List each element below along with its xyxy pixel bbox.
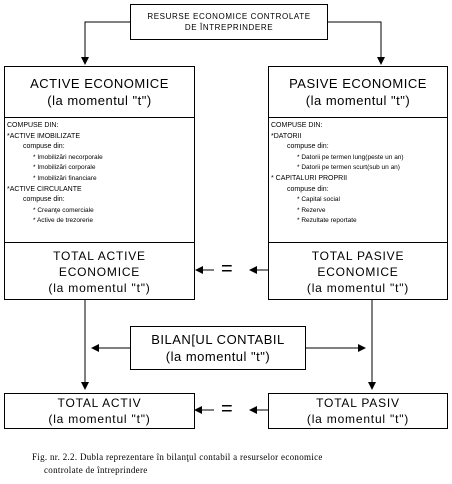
total-pasiv-line1: TOTAL PASIV (316, 396, 400, 410)
list-item: * Imobilizări financiare (33, 174, 97, 182)
caption-line1: Fig. nr. 2.2. Dubla reprezentare în bila… (32, 452, 323, 462)
equals-sign-bottom: = (221, 398, 233, 420)
equals-sign-top: = (221, 258, 233, 280)
arrow-top-to-pasive (328, 21, 385, 65)
list-item: COMPUSE DIN: (7, 122, 59, 129)
list-item: * Datorii pe termen scurt(sub un an) (297, 164, 400, 172)
total-pasive-line1: TOTAL PASIVE (311, 248, 405, 263)
top-box-line2: DE ÎNTREPRINDERE (184, 23, 274, 32)
total-pasiv-box: TOTAL PASIV (la momentul "t") (268, 393, 448, 429)
active-header-sub: (la momentul "t") (47, 93, 152, 108)
total-pasiv-line2: (la momentul "t") (306, 412, 410, 426)
list-item: * Creanţe comerciale (33, 206, 94, 214)
figure-caption: Fig. nr. 2.2. Dubla reprezentare în bila… (32, 451, 447, 477)
top-box-resurse: RESURSE ECONOMICE CONTROLATE DE ÎNTREPRI… (130, 4, 328, 40)
pasive-economice-column: PASIVE ECONOMICE (la momentul "t") COMPU… (268, 66, 448, 300)
total-activ-box: TOTAL ACTIV (la momentul "t") (4, 393, 195, 429)
bilant-line1: BILAN[UL CONTABIL (151, 332, 285, 347)
list-item: *DATORII (271, 132, 302, 140)
list-item: compuse din: (23, 196, 65, 204)
total-activ-line2: (la momentul "t") (48, 412, 151, 426)
total-active-line2: ECONOMICE (58, 264, 141, 279)
total-activ-line1: TOTAL ACTIV (57, 396, 142, 410)
list-item: * CAPITALURI PROPRII (271, 174, 348, 182)
pasive-components-list: COMPUSE DIN: *DATORII compuse din: * Datori… (269, 121, 404, 227)
bilant-line2: (la momentul "t") (165, 349, 271, 364)
list-item: * Rezerve (297, 206, 326, 214)
active-header-title: ACTIVE ECONOMICE (30, 76, 169, 91)
total-pasive-line2: ECONOMICE (317, 264, 399, 279)
top-box-line1: RESURSE ECONOMICE CONTROLATE (147, 12, 311, 21)
list-item: compuse din: (287, 185, 329, 193)
active-economice-column: ACTIVE ECONOMICE (la momentul "t") COMPU… (4, 66, 195, 300)
list-item: * Rezultate reportate (297, 217, 357, 225)
list-item: compuse din: (23, 143, 65, 151)
pasive-header-title: PASIVE ECONOMICE (289, 76, 427, 91)
list-item: * Datorii pe termen lung(peste un an) (297, 153, 404, 161)
active-components-list: COMPUSE DIN: *ACTIVE IMOBILIZATE compuse d… (5, 121, 103, 227)
list-item: * Capital social (297, 196, 340, 204)
list-item: compuse din: (287, 143, 329, 151)
total-active-line1: TOTAL ACTIVE (53, 248, 146, 263)
total-pasive-line3: (la momentul "t") (306, 280, 410, 295)
total-active-economice: TOTAL ACTIVE ECONOMICE (la momentul "t") (5, 242, 194, 300)
arrow-top-to-active (81, 21, 130, 65)
caption-line2: controlate de întreprindere (44, 465, 148, 475)
list-item: *ACTIVE CIRCULANTE (7, 185, 82, 193)
bilant-contabil-box: BILAN[UL CONTABIL (la momentul "t") (130, 326, 306, 370)
pasive-header-sub: (la momentul "t") (305, 93, 411, 108)
list-item: COMPUSE DIN: (271, 122, 323, 129)
pasive-header: PASIVE ECONOMICE (la momentul "t") (269, 67, 447, 118)
list-item: *ACTIVE IMOBILIZATE (7, 132, 80, 140)
total-active-line3: (la momentul "t") (48, 280, 151, 295)
list-item: * Imobilizări necorporale (33, 153, 103, 161)
active-header: ACTIVE ECONOMICE (la momentul "t") (5, 67, 194, 118)
list-item: * Imobilizări corporale (33, 164, 96, 172)
total-pasive-economice: TOTAL PASIVE ECONOMICE (la momentul "t") (269, 242, 447, 300)
list-item: * Active de trezorerie (33, 217, 93, 225)
